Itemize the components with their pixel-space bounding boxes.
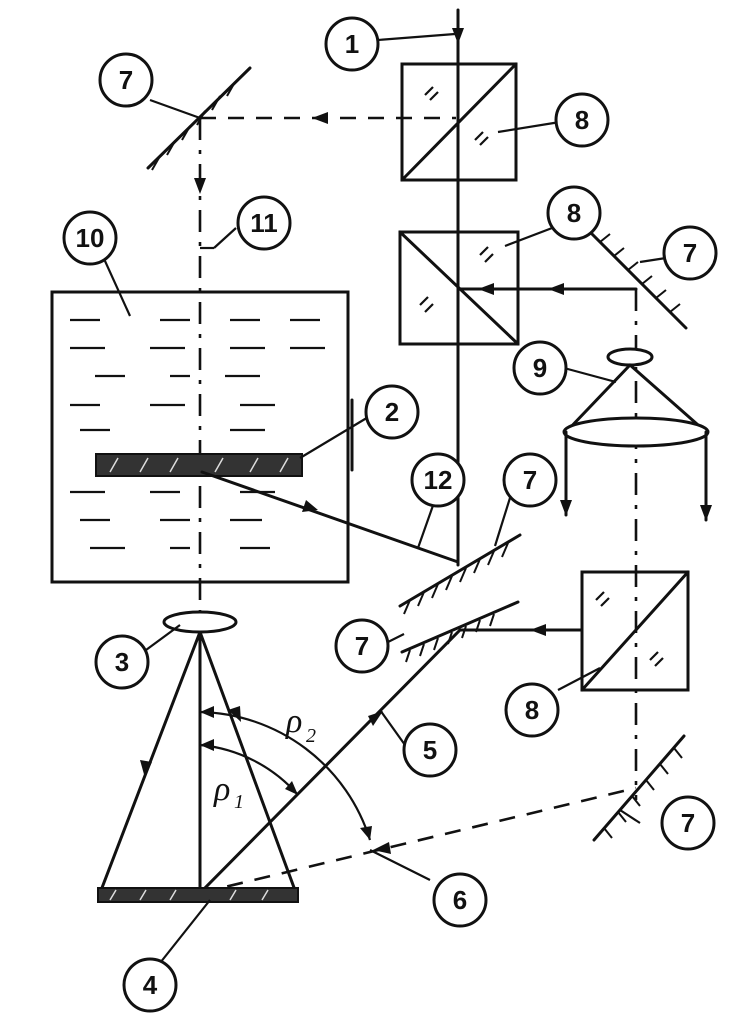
reference-beam-6 xyxy=(199,786,637,895)
mirror-bottom-right xyxy=(592,734,686,842)
svg-text:5: 5 xyxy=(423,735,437,765)
beam-splitter-cube-top xyxy=(400,62,518,182)
svg-text:7: 7 xyxy=(683,238,697,268)
angle-arcs: ρ 1 ρ 2 xyxy=(199,703,372,841)
liquid-tank xyxy=(50,290,354,584)
label-4: 4 xyxy=(122,957,178,1013)
label-8-middle: 8 xyxy=(546,185,602,241)
rho2-subscript: 2 xyxy=(306,725,316,747)
svg-text:8: 8 xyxy=(567,198,581,228)
label-10: 10 xyxy=(62,210,118,266)
beam-splitter-cube-bottom xyxy=(580,570,690,692)
label-6: 6 xyxy=(432,872,488,928)
label-9: 9 xyxy=(512,340,568,396)
liquid-dashes xyxy=(70,318,325,550)
svg-text:8: 8 xyxy=(525,695,539,725)
svg-text:8: 8 xyxy=(575,105,589,135)
svg-text:6: 6 xyxy=(453,885,467,915)
svg-text:1: 1 xyxy=(345,29,359,59)
label-1: 1 xyxy=(324,16,380,72)
svg-text:4: 4 xyxy=(143,970,158,1000)
label-7-lower: 7 xyxy=(334,618,390,674)
imaging-cone xyxy=(98,630,298,895)
label-3: 3 xyxy=(94,634,150,690)
label-11: 11 xyxy=(236,195,292,251)
svg-text:3: 3 xyxy=(115,647,129,677)
svg-text:10: 10 xyxy=(76,223,105,253)
label-7-bottom-right: 7 xyxy=(660,795,716,851)
hologram-plate-2 xyxy=(95,453,303,477)
beam-right-to-cube xyxy=(458,283,638,295)
label-5: 5 xyxy=(402,722,458,778)
rho1-subscript: 1 xyxy=(234,791,244,813)
svg-text:7: 7 xyxy=(119,65,133,95)
svg-text:11: 11 xyxy=(250,208,278,238)
svg-text:9: 9 xyxy=(533,353,547,383)
reference-beam-top xyxy=(200,112,456,124)
mirror-middle xyxy=(398,533,522,615)
label-7-middle: 7 xyxy=(502,452,558,508)
label-7-right-top: 7 xyxy=(662,225,718,281)
rho1-symbol: ρ xyxy=(213,771,230,808)
beam-to-cube-bottom xyxy=(458,624,584,636)
beam-expander-9 xyxy=(560,347,712,522)
svg-text:7: 7 xyxy=(523,465,537,495)
rho2-symbol: ρ xyxy=(285,703,302,740)
object-beam-12 xyxy=(200,470,460,564)
mirror-lower xyxy=(400,600,520,663)
svg-text:7: 7 xyxy=(355,631,369,661)
object-beam-5 xyxy=(198,628,462,895)
svg-text:2: 2 xyxy=(385,397,399,427)
label-2: 2 xyxy=(364,384,420,440)
label-8-bottom: 8 xyxy=(504,682,560,738)
label-12: 12 xyxy=(410,452,466,508)
label-7-top-left: 7 xyxy=(98,52,154,108)
reference-beam-vertical xyxy=(194,118,214,612)
svg-text:12: 12 xyxy=(424,465,453,495)
label-8-top: 8 xyxy=(554,92,610,148)
svg-text:7: 7 xyxy=(681,808,695,838)
hologram-plate-4 xyxy=(97,887,299,903)
mirror-right-top xyxy=(588,230,688,330)
leader-lines xyxy=(98,32,667,964)
